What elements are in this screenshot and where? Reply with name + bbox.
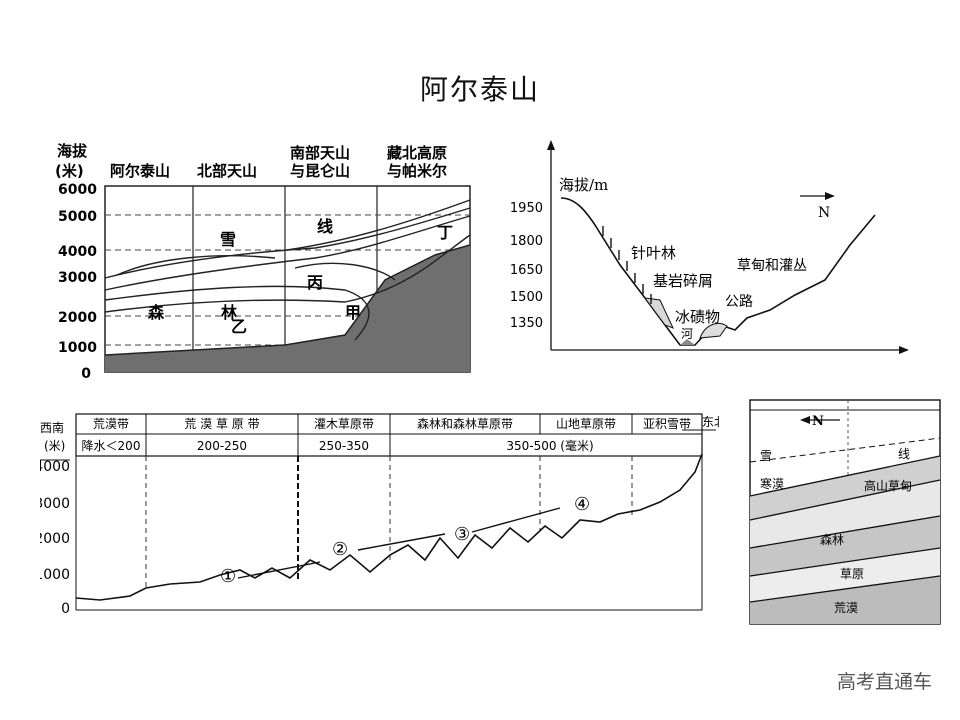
- p2-x-arrow: [899, 346, 909, 354]
- p3-marker-2: ②: [332, 539, 348, 560]
- p4-cold-desert-band: [750, 456, 940, 520]
- p4-label-desert: 荒漠: [834, 601, 858, 615]
- page-title: 阿尔泰山: [419, 73, 540, 106]
- p1-tick-2000: 2000: [58, 310, 97, 326]
- p2-y-arrow: [547, 140, 555, 150]
- watermark-text: 高考直通车: [836, 671, 932, 693]
- p1-col-altai: 阿尔泰山: [110, 162, 170, 180]
- p4-label-alpine-meadow: 高山草甸: [864, 478, 912, 493]
- p3-zone-mountain-steppe: 山地草原带: [556, 417, 616, 431]
- p3-tick-1000: 1000: [40, 567, 70, 583]
- p2-label-meadow: 草甸和灌丛: [737, 258, 807, 274]
- belt-comparison-diagram: 海拔 (米) 6000 5000 4000 3000 2000 1000 0 阿…: [55, 142, 471, 380]
- p2-label-moraine: 冰碛物: [675, 308, 720, 326]
- p4-meadow-band: [750, 480, 940, 548]
- p2-moraine-fill: [699, 323, 728, 339]
- p3-right-dir: 东北: [702, 415, 720, 429]
- p1-label-xian: 线: [317, 217, 333, 236]
- p1-ylabel-2: (米): [55, 162, 84, 180]
- p3-precip-3: 250-350: [319, 439, 369, 453]
- p1-col-tibet: 藏北高原: [387, 144, 447, 162]
- p3-marker-1: ①: [220, 566, 236, 587]
- p3-precip-1: 降水＜200: [82, 439, 141, 453]
- p4-label-snow: 雪: [760, 449, 772, 463]
- p4-label-cold-desert: 寒漠: [760, 476, 784, 491]
- p1-label-jia: 甲: [345, 303, 361, 322]
- sw-ne-profile-diagram: 西南 (米) 东北 荒漠带 荒 漠 草 原 带 灌木草原带 森林和森林草原带 山…: [40, 413, 720, 617]
- p1-col-pamir: 与帕米尔: [387, 162, 447, 180]
- p4-north-arrow-head: [800, 416, 810, 424]
- p3-left-dir: 西南: [40, 420, 64, 435]
- p4-snowline: [749, 437, 941, 463]
- p1-tick-5000: 5000: [58, 209, 97, 225]
- belt-block-diagram: N 雪 线 寒漠 高山草甸 森林 草原 荒漠: [749, 399, 941, 625]
- p2-label-conifer: 针叶林: [631, 244, 676, 262]
- p3-tick-3000: 3000: [40, 496, 70, 512]
- p1-label-bing: 丙: [307, 273, 323, 292]
- p2-label-road: 公路: [725, 294, 753, 310]
- p4-steppe-band: [750, 548, 940, 602]
- p3-marker-3: ③: [454, 524, 470, 545]
- p1-ground-edge: [104, 244, 471, 356]
- p1-tick-3000: 3000: [58, 270, 97, 286]
- p1-col-s-tianshan: 南部天山: [290, 144, 350, 162]
- p4-north-label: N: [812, 414, 824, 429]
- p1-label-lin: 林: [221, 303, 237, 322]
- p1-col-n-tianshan: 北部天山: [197, 162, 257, 180]
- p2-tick-1500: 1500: [510, 290, 543, 305]
- p1-label-xue: 雪: [220, 230, 236, 249]
- p1-tick-6000: 6000: [58, 182, 97, 198]
- p3-marker-4: ④: [574, 494, 590, 515]
- p2-north-arrow-head: [825, 192, 835, 200]
- p2-label-river: 河: [681, 327, 693, 341]
- valley-profile-diagram: 海拔/m 1950 1800 1650 1500 1350 针叶林 基岩碎屑 冰…: [510, 140, 909, 354]
- p2-conifer-marks: [602, 226, 652, 304]
- p2-label-bedrock: 基岩碎屑: [653, 272, 713, 290]
- p1-col-kunlun: 与昆仑山: [290, 162, 350, 180]
- p4-desert-band: [750, 576, 940, 624]
- p1-ylabel-1: 海拔: [57, 142, 88, 160]
- p3-precip-4: 350-500 (毫米): [506, 438, 593, 453]
- p3-zone-desert-steppe: 荒 漠 草 原 带: [184, 417, 259, 431]
- p2-north-label: N: [818, 205, 830, 221]
- p1-ground: [105, 245, 470, 372]
- p2-debris-fill: [643, 297, 674, 329]
- p3-tick-0: 0: [61, 601, 70, 617]
- p2-ylabel: 海拔/m: [559, 176, 608, 194]
- p1-tick-0: 0: [81, 366, 91, 380]
- p1-label-yi: 乙: [231, 317, 247, 336]
- p2-tick-1950: 1950: [510, 201, 543, 216]
- p2-tick-1650: 1650: [510, 263, 543, 278]
- p3-tick-2000: 2000: [40, 531, 70, 547]
- p3-zone-forest-steppe: 森林和森林草原带: [417, 416, 513, 431]
- p4-label-steppe: 草原: [840, 567, 864, 581]
- p2-tick-1800: 1800: [510, 234, 543, 249]
- p1-belt-lines: [104, 199, 471, 341]
- p3-zone-subnival: 亚积雪带: [643, 417, 691, 431]
- p1-label-ding: 丁: [437, 223, 453, 242]
- p2-tick-1350: 1350: [510, 316, 543, 331]
- p4-label-forest: 森林: [820, 532, 844, 547]
- p3-header: [75, 413, 703, 457]
- p3-precip-2: 200-250: [197, 439, 247, 453]
- p3-tick-4000: 4000: [40, 459, 70, 475]
- p1-label-sen: 森: [148, 303, 165, 322]
- p3-zone-shrub-steppe: 灌木草原带: [314, 417, 374, 431]
- p3-terrain-profile: [75, 453, 703, 601]
- p1-tick-1000: 1000: [58, 340, 97, 356]
- p3-zone-desert: 荒漠带: [93, 417, 129, 431]
- p4-forest-band: [750, 516, 940, 576]
- p1-tick-4000: 4000: [58, 244, 97, 260]
- p4-label-line: 线: [898, 447, 910, 461]
- p2-river-fill: [680, 339, 695, 345]
- p3-unit: (米): [44, 439, 65, 453]
